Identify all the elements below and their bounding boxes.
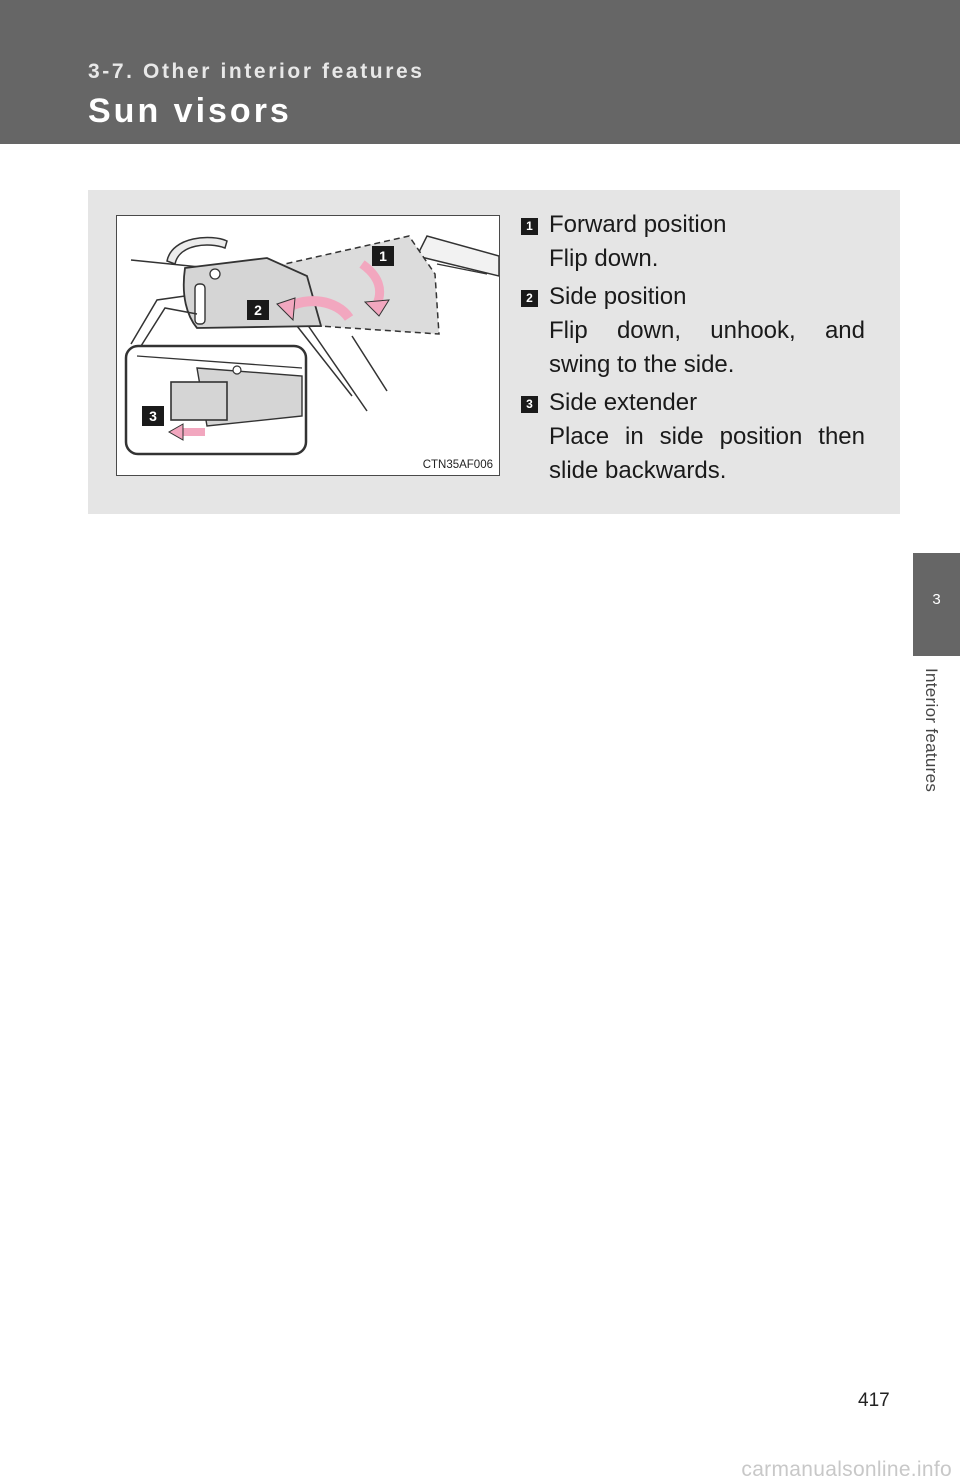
step-title: Side position [549, 283, 687, 310]
chapter-label: Interior features [922, 668, 941, 793]
watermark: carmanualsonline.info [741, 1458, 952, 1481]
callout-badge-2: 2 [247, 300, 269, 320]
figure-code: CTN35AF006 [422, 459, 493, 471]
step-number-badge: 1 [521, 218, 538, 235]
page-title: Sun visors [88, 92, 292, 130]
section-label: 3-7. Other interior features [88, 60, 425, 83]
sun-visor-illustration: 1 2 3 CTN35AF006 [116, 215, 500, 476]
chapter-number: 3 [932, 591, 941, 608]
page-header: 3-7. Other interior features Sun visors [0, 0, 960, 144]
step-item: 3 Side extender Place in side position t… [521, 386, 865, 488]
callout-1-text: 1 [379, 248, 387, 264]
callout-3-text: 3 [149, 408, 157, 424]
callout-badge-3: 3 [142, 406, 164, 426]
callout-2-text: 2 [254, 302, 262, 318]
step-description: Flip down. [549, 245, 659, 272]
step-description: Place in side position then slide backwa… [549, 423, 865, 484]
step-title: Side extender [549, 389, 698, 416]
chapter-tab: 3 [913, 553, 960, 656]
step-title: Forward position [549, 211, 727, 238]
step-description: Flip down, unhook, and swing to the side… [549, 317, 865, 378]
step-number-badge: 2 [521, 290, 538, 307]
callout-badge-1: 1 [372, 246, 394, 266]
step-number-badge: 3 [521, 396, 538, 413]
page-number: 417 [858, 1390, 890, 1411]
sun-visor-drawing: 1 2 3 [124, 235, 499, 456]
step-item: 2 Side position Flip down, unhook, and s… [521, 280, 865, 382]
step-list: 1 Forward position Flip down. 2 Side pos… [521, 208, 865, 492]
step-item: 1 Forward position Flip down. [521, 208, 865, 276]
